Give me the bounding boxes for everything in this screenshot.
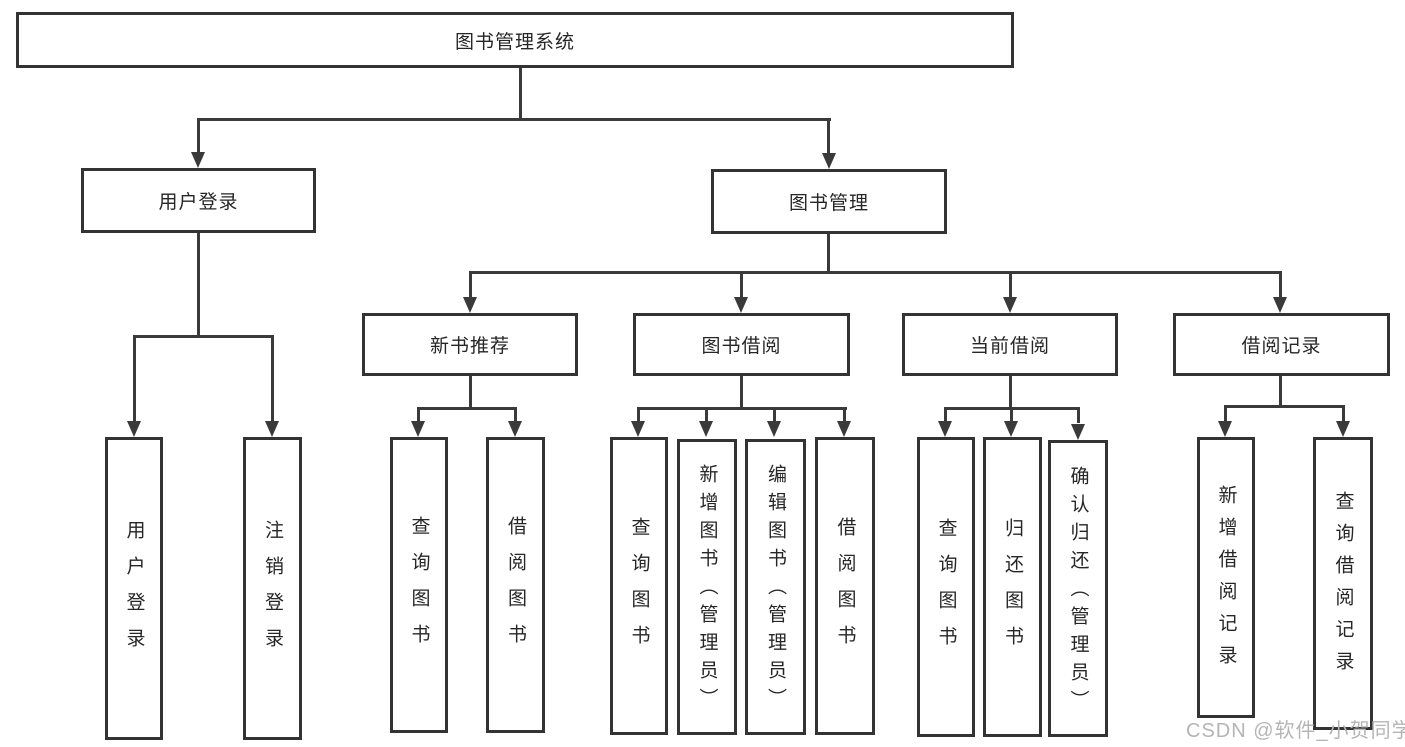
connector-line bbox=[827, 118, 830, 154]
arrow-down-icon bbox=[1336, 421, 1350, 437]
connector-line bbox=[1342, 405, 1345, 423]
leaf-query-books-borrow: 查询图书 bbox=[610, 437, 668, 735]
connector-line bbox=[843, 407, 846, 423]
connector-line bbox=[133, 335, 136, 421]
leaf-add-book-admin: 新增图书（管理员） bbox=[677, 439, 737, 735]
connector-line bbox=[1077, 407, 1080, 423]
node-root-library-system: 图书管理系统 bbox=[16, 12, 1014, 68]
leaf-return-books: 归还图书 bbox=[983, 437, 1042, 737]
leaf-query-books-recommend: 查询图书 bbox=[390, 437, 448, 733]
arrow-down-icon bbox=[191, 152, 205, 168]
leaf-user-login: 用户登录 bbox=[105, 437, 163, 740]
arrow-down-icon bbox=[699, 421, 713, 437]
arrow-down-icon bbox=[1003, 297, 1017, 313]
arrow-down-icon bbox=[411, 421, 425, 437]
node-new-book-recommend: 新书推荐 bbox=[362, 313, 578, 376]
connector-line bbox=[740, 376, 743, 407]
connector-line bbox=[469, 376, 472, 407]
connector-line bbox=[514, 407, 517, 423]
connector-line bbox=[469, 271, 472, 298]
connector-line bbox=[1010, 407, 1013, 423]
connector-line bbox=[1279, 376, 1282, 405]
leaf-borrow-books: 借阅图书 bbox=[815, 437, 875, 735]
leaf-query-books-current: 查询图书 bbox=[917, 437, 975, 737]
connector-line bbox=[1224, 405, 1227, 423]
leaf-borrow-books-recommend: 借阅图书 bbox=[486, 437, 545, 733]
connector-line bbox=[197, 233, 200, 335]
arrow-down-icon bbox=[1004, 421, 1018, 437]
connector-line bbox=[133, 335, 274, 338]
connector-line bbox=[197, 118, 831, 121]
csdn-watermark: CSDN @软件_小贺同学 bbox=[1186, 720, 1405, 742]
arrow-down-icon bbox=[1218, 421, 1232, 437]
leaf-confirm-return-admin: 确认归还（管理员） bbox=[1048, 440, 1108, 737]
node-user-login: 用户登录 bbox=[81, 168, 316, 233]
node-book-borrowing: 图书借阅 bbox=[633, 313, 850, 376]
arrow-down-icon bbox=[463, 297, 477, 313]
connector-line bbox=[1224, 405, 1345, 408]
node-book-management: 图书管理 bbox=[711, 169, 947, 234]
arrow-down-icon bbox=[837, 421, 851, 437]
arrow-down-icon bbox=[767, 421, 781, 437]
connector-line bbox=[1009, 376, 1012, 407]
leaf-query-borrow-record: 查询借阅记录 bbox=[1313, 437, 1373, 730]
connector-line bbox=[417, 407, 517, 410]
arrow-down-icon bbox=[938, 421, 952, 437]
connector-line bbox=[197, 118, 200, 154]
leaf-logout: 注销登录 bbox=[243, 437, 302, 740]
node-borrowing-records: 借阅记录 bbox=[1173, 313, 1390, 376]
arrow-down-icon bbox=[508, 421, 522, 437]
connector-line bbox=[740, 271, 743, 298]
connector-line bbox=[637, 407, 640, 423]
arrow-down-icon bbox=[1273, 297, 1287, 313]
connector-line bbox=[773, 407, 776, 423]
connector-line bbox=[944, 407, 947, 423]
connector-line bbox=[417, 407, 420, 423]
connector-line bbox=[519, 68, 522, 119]
connector-line bbox=[637, 407, 847, 410]
connector-line bbox=[469, 271, 1282, 274]
connector-line bbox=[705, 407, 708, 423]
leaf-edit-book-admin: 编辑图书（管理员） bbox=[745, 439, 806, 735]
arrow-down-icon bbox=[631, 421, 645, 437]
connector-line bbox=[1009, 271, 1012, 298]
arrow-down-icon bbox=[822, 153, 836, 169]
arrow-down-icon bbox=[127, 421, 141, 437]
arrow-down-icon bbox=[734, 297, 748, 313]
leaf-add-borrow-record: 新增借阅记录 bbox=[1197, 437, 1255, 718]
connector-line bbox=[271, 335, 274, 421]
arrow-down-icon bbox=[265, 421, 279, 437]
connector-line bbox=[827, 234, 830, 271]
connector-line bbox=[1279, 271, 1282, 298]
arrow-down-icon bbox=[1071, 424, 1085, 440]
node-current-borrowing: 当前借阅 bbox=[902, 313, 1118, 376]
